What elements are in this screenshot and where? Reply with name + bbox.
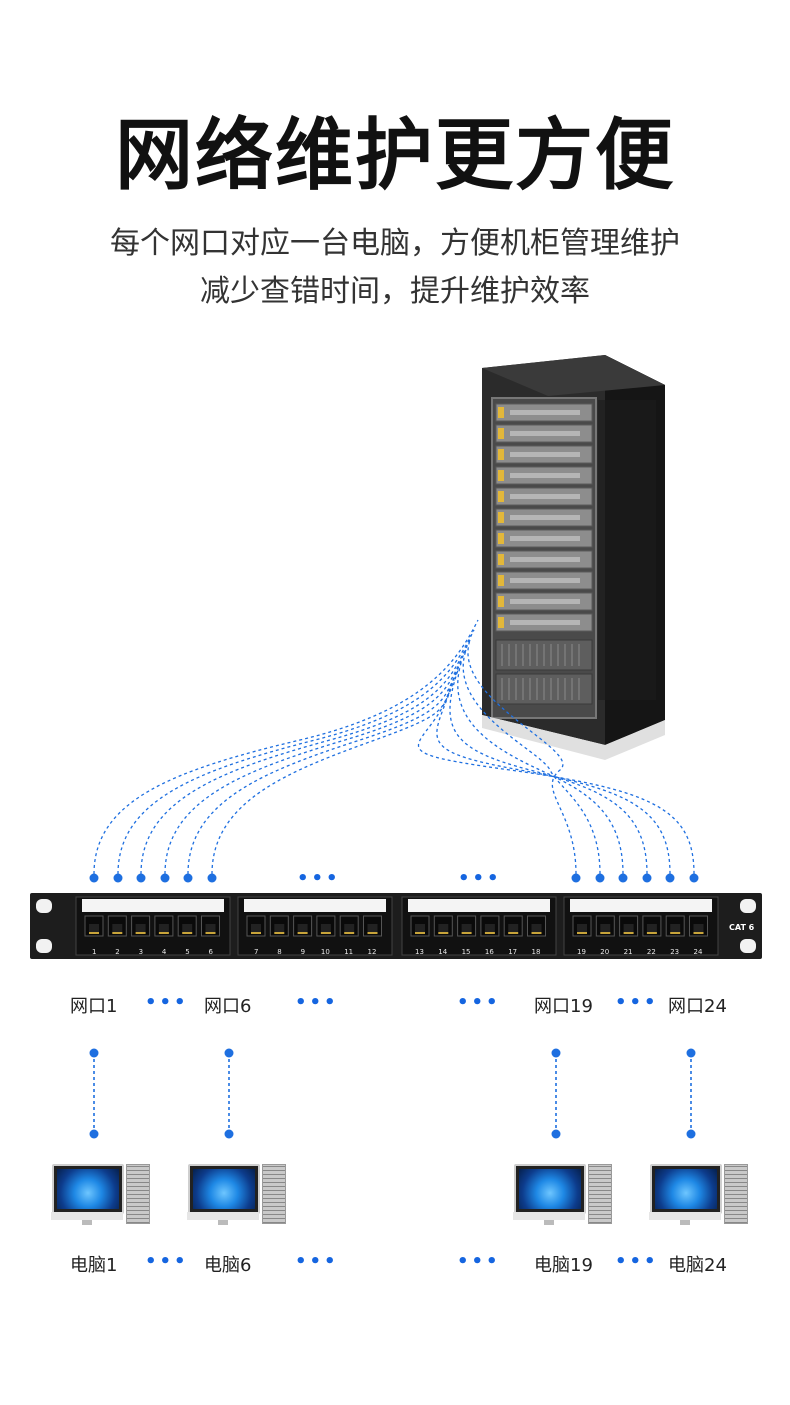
port-number: 20 — [600, 948, 610, 956]
port-number: 1 — [92, 948, 97, 956]
patch-panel-icon — [30, 893, 762, 959]
port-number: 4 — [161, 948, 167, 956]
ellipsis-ports-2: ••• — [295, 992, 339, 1013]
port-number: 18 — [531, 948, 541, 956]
port-label-1: 网口1 — [70, 996, 118, 1017]
port-number: 7 — [254, 948, 259, 956]
port-number: 14 — [438, 948, 448, 956]
port-label-24: 网口24 — [668, 996, 727, 1017]
port-number: 6 — [208, 948, 213, 956]
pc-label-24: 电脑24 — [668, 1255, 727, 1276]
pc-label-6: 电脑6 — [204, 1255, 252, 1276]
port-number: 10 — [320, 948, 330, 956]
port-number: 23 — [670, 948, 680, 956]
ellipsis-pcs-3: ••• — [457, 1251, 501, 1272]
ellipsis-pcs-4: ••• — [615, 1251, 659, 1272]
port-number: 9 — [300, 948, 306, 956]
subtitle-line-2: 减少查错时间，提升维护效率 — [200, 274, 590, 309]
cat6-label: CAT 6 — [729, 923, 755, 932]
port-number: 16 — [484, 948, 494, 956]
ellipsis-ports-1: ••• — [145, 992, 189, 1013]
port-number: 13 — [415, 948, 424, 956]
pc-label-1: 电脑1 — [70, 1255, 118, 1276]
port-number: 12 — [367, 948, 377, 956]
ellipsis-top-1: ••• — [297, 868, 341, 889]
port-number: 3 — [138, 948, 144, 956]
ellipsis-pcs-1: ••• — [145, 1251, 189, 1272]
port-number: 2 — [115, 948, 120, 956]
ellipsis-ports-3: ••• — [457, 992, 501, 1013]
pc-label-19: 电脑19 — [534, 1255, 593, 1276]
port-number: 8 — [277, 948, 282, 956]
port-number: 17 — [508, 948, 518, 956]
ellipsis-pcs-2: ••• — [295, 1251, 339, 1272]
port-number: 11 — [344, 948, 354, 956]
port-number: 15 — [461, 948, 471, 956]
port-number: 19 — [577, 948, 586, 956]
ellipsis-top-2: ••• — [458, 868, 502, 889]
port-label-6: 网口6 — [204, 996, 252, 1017]
port-number: 5 — [185, 948, 190, 956]
port-number: 22 — [646, 948, 656, 956]
port-label-19: 网口19 — [534, 996, 593, 1017]
subtitle-line-1: 每个网口对应一台电脑，方便机柜管理维护 — [110, 226, 680, 261]
port-number: 24 — [693, 948, 703, 956]
page-title: 网络维护更方便 — [114, 111, 675, 201]
server-rack-icon — [482, 355, 665, 760]
port-number: 21 — [623, 948, 633, 956]
ellipsis-ports-4: ••• — [615, 992, 659, 1013]
